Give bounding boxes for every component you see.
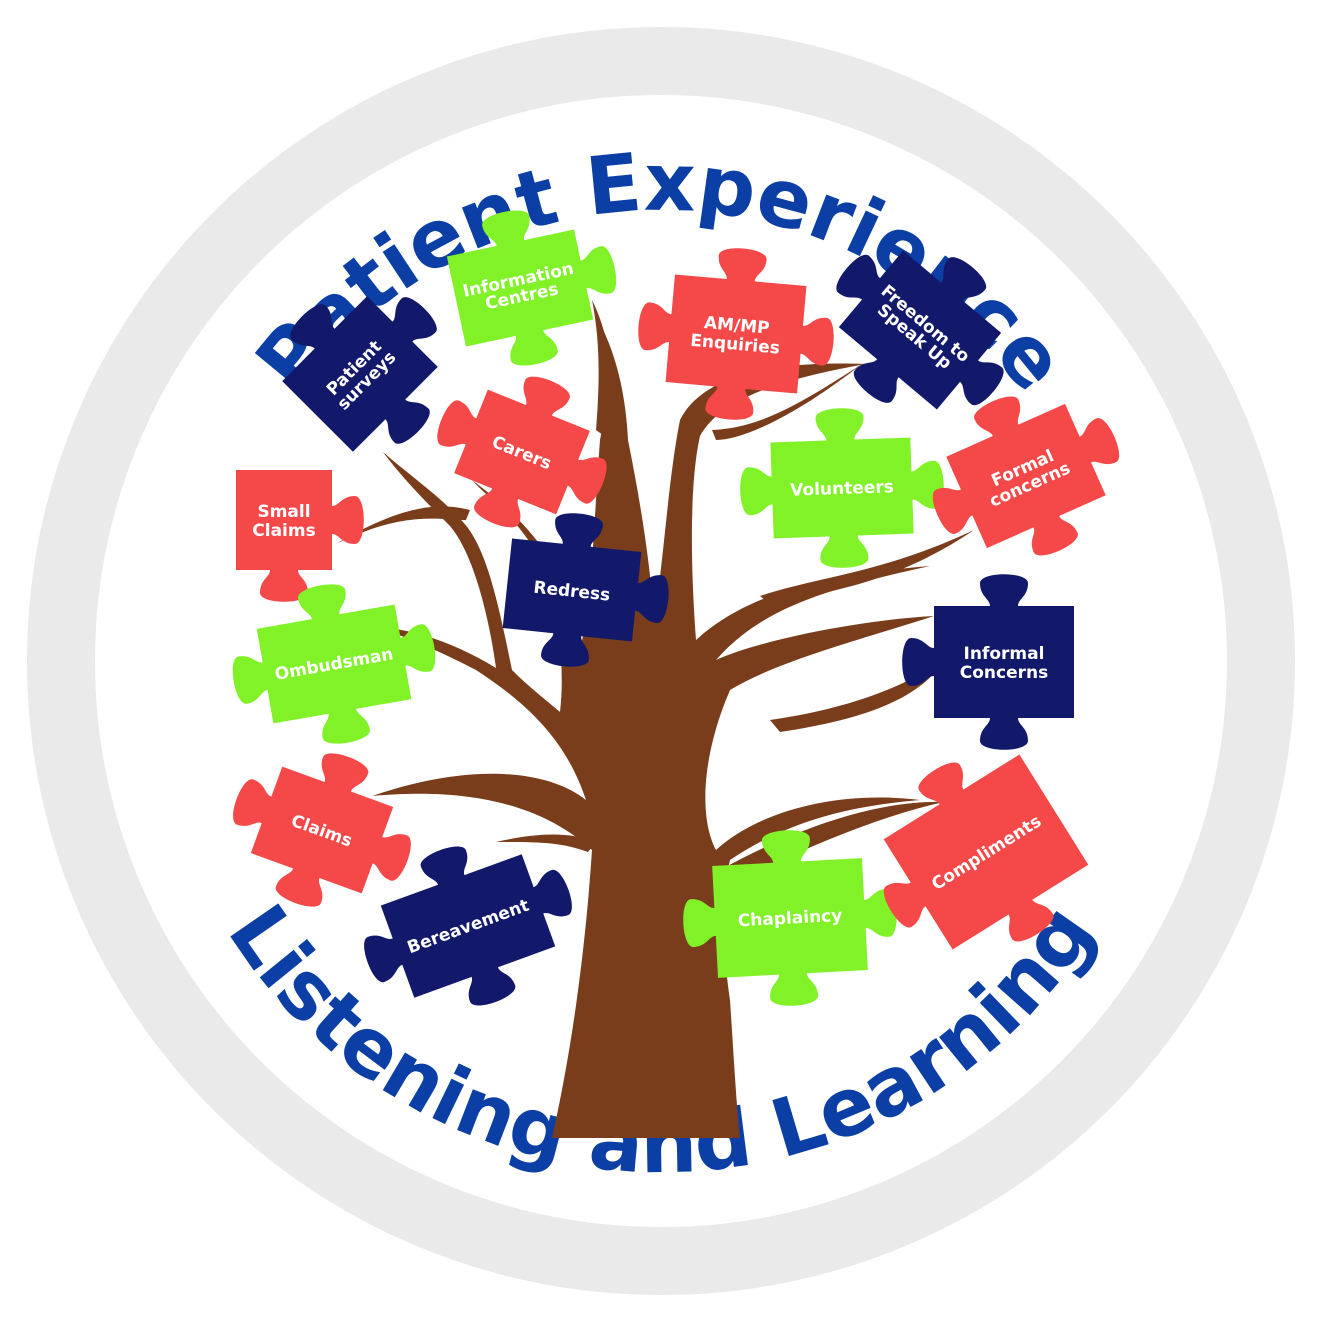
branch-right-mid (760, 530, 974, 604)
puzzle-piece-shape (740, 408, 944, 568)
puzzle-piece-volunteers: Volunteers (740, 408, 944, 568)
puzzle-piece-information-centres: InformationCentres (446, 210, 617, 366)
puzzle-piece-shape (232, 584, 436, 744)
puzzle-pieces: PatientsurveysInformationCentresAM/MPEnq… (232, 210, 1120, 1006)
puzzle-piece-bereavement: Bereavement (364, 846, 572, 1006)
tree (336, 300, 974, 1138)
puzzle-piece-shape (282, 296, 438, 452)
puzzle-piece-shape (932, 396, 1120, 556)
branch-right-upper (712, 364, 862, 440)
branch-left-bottom (496, 834, 596, 852)
puzzle-piece-label: Volunteers (790, 477, 894, 501)
puzzle-piece-claims: Claims (233, 753, 411, 907)
puzzle-piece-carers: Carers (437, 376, 607, 528)
puzzle-piece-shape (437, 376, 607, 528)
puzzle-piece-shape (446, 210, 617, 366)
tree-trunk (372, 320, 934, 1138)
puzzle-piece-am-mp-enquiries: AM/MPEnquiries (638, 248, 834, 420)
branch-right-small (670, 878, 726, 900)
puzzle-piece-shape (902, 574, 1074, 750)
branch-top-left (592, 300, 613, 440)
branch-left-upper (336, 506, 470, 544)
puzzle-piece-shape (364, 846, 572, 1006)
puzzle-piece-shape (638, 248, 834, 420)
puzzle-piece-shape (836, 250, 1004, 410)
puzzle-piece-chaplaincy: Chaplaincy (683, 830, 897, 1006)
puzzle-piece-label: AM/MPEnquiries (690, 312, 783, 359)
puzzle-piece-shape (883, 754, 1089, 950)
puzzle-piece-shape (683, 830, 897, 1006)
puzzle-piece-ombudsman: Ombudsman (232, 584, 436, 744)
puzzle-piece-shape (233, 753, 411, 907)
puzzle-piece-shape (502, 513, 669, 667)
puzzle-piece-formal-concerns: Formalconcerns (932, 396, 1120, 556)
branch-right-low (770, 660, 944, 732)
puzzle-piece-patient-surveys: Patientsurveys (282, 296, 438, 452)
puzzle-piece-shape (236, 470, 364, 602)
puzzle-piece-redress: Redress (502, 513, 669, 667)
puzzle-piece-compliments: Compliments (883, 754, 1089, 950)
puzzle-piece-freedom-to-speak-up: Freedom toSpeak Up (836, 250, 1004, 410)
